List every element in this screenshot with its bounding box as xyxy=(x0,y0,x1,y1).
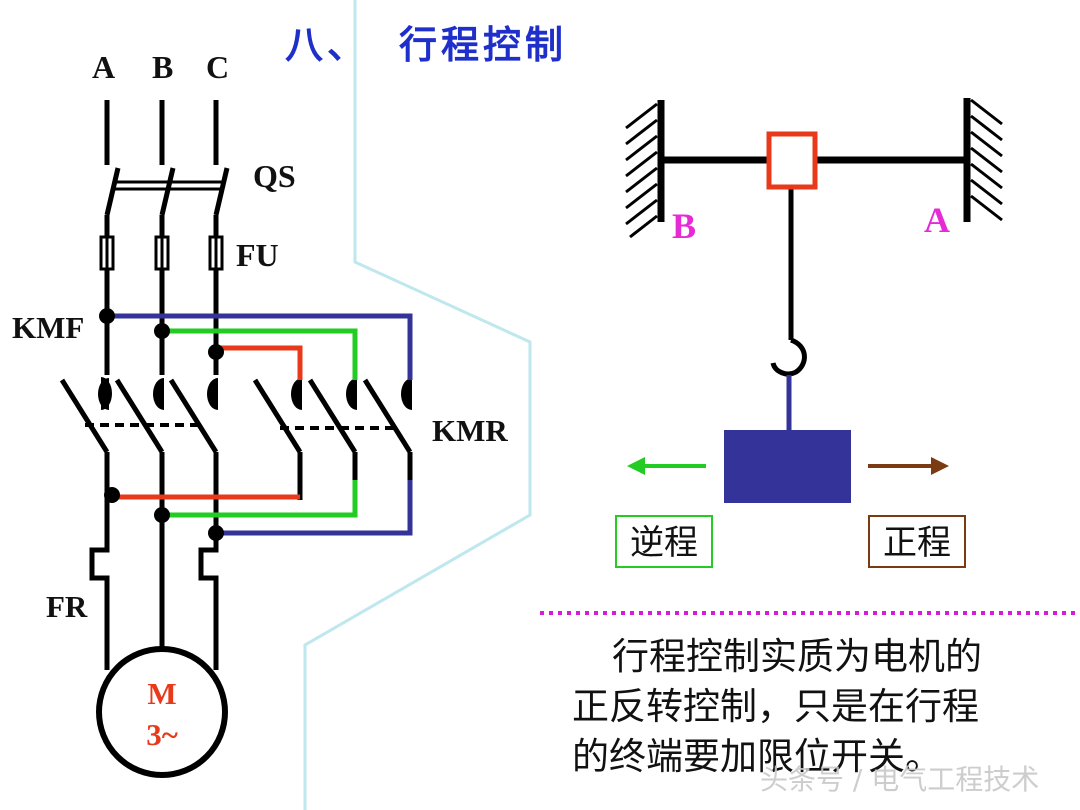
junction-dots xyxy=(99,308,224,541)
qs-link xyxy=(114,180,224,191)
backdrop-divider-line xyxy=(303,0,532,810)
description-line-2: 正反转控制，只是在行程 xyxy=(572,685,979,728)
title-text: 行程控制 xyxy=(399,23,568,67)
load-block xyxy=(724,430,851,503)
limit-b-label: B xyxy=(672,206,696,246)
description-line-3: 的终端要加限位开关。 xyxy=(572,735,942,778)
phase-label-b: B xyxy=(152,49,173,85)
description-text: 行程控制实质为电机的 正反转控制，只是在行程 的终端要加限位开关。 xyxy=(572,632,1042,782)
fu-label: FU xyxy=(236,237,279,273)
forward-arrow xyxy=(868,457,949,475)
fr-label: FR xyxy=(46,589,88,624)
reverse-label-box: 逆程 xyxy=(615,515,713,568)
description-line-1: 行程控制实质为电机的 xyxy=(612,635,982,678)
dashed-links xyxy=(85,423,400,430)
motor-label-m: M xyxy=(147,676,176,711)
kmr-wiring xyxy=(107,313,413,536)
forward-label: 正程 xyxy=(883,523,951,563)
title-number: 八、 xyxy=(285,23,370,67)
trolley xyxy=(766,131,818,190)
phase-label-a: A xyxy=(92,49,115,85)
reverse-arrow xyxy=(627,457,706,475)
kmr-label: KMR xyxy=(432,413,508,448)
reverse-label: 逆程 xyxy=(630,523,698,563)
contact-caps xyxy=(98,378,412,410)
main-circuit xyxy=(59,100,413,778)
watermark: 头条号 / 电气工程技术 xyxy=(760,763,1040,796)
limit-a-label: A xyxy=(924,200,950,240)
kmf-label: KMF xyxy=(12,310,84,345)
motor-circle xyxy=(96,646,228,778)
qs-label: QS xyxy=(253,158,296,194)
motor-label-phase: 3~ xyxy=(146,717,178,752)
phase-label-c: C xyxy=(206,49,229,85)
forward-label-box: 正程 xyxy=(868,515,966,568)
page-title: 八、行程控制 xyxy=(285,14,567,69)
